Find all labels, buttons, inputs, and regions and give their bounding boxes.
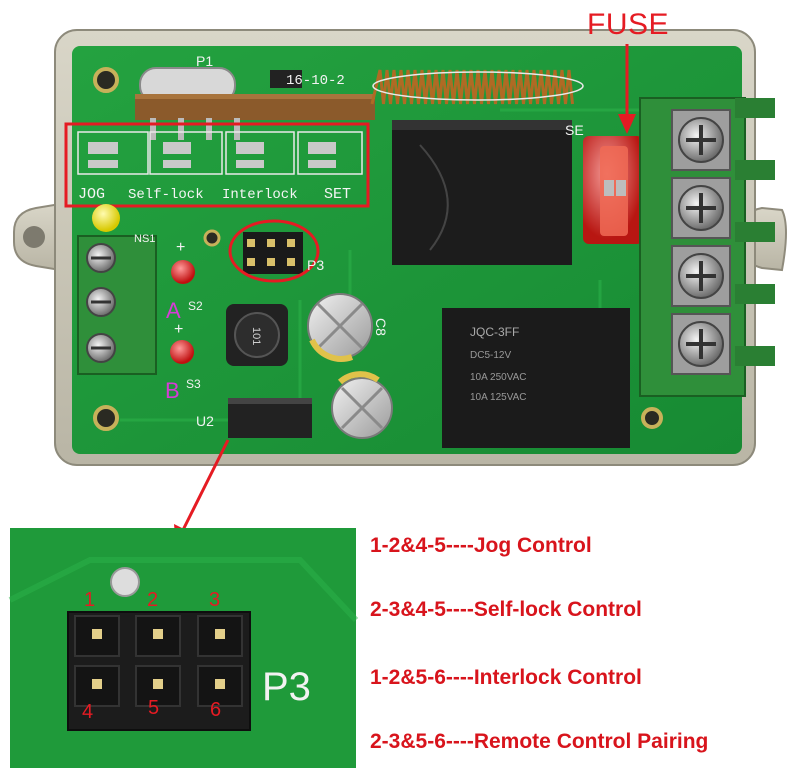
terminal-screw [86,243,116,273]
relay-coil: DC5-12V [470,350,511,361]
fuse-arrow [618,44,636,134]
legend-selflock: 2-3&4-5----Self-lock Control [370,598,642,621]
relay-model: JQC-3FF [470,325,519,339]
c8-silkscreen: C8 [373,318,389,336]
fuse-label: FUSE [587,8,670,41]
terminal-screw [86,287,116,317]
mode-silkscreen-area: JOG Self-lock Interlock SET [64,122,370,208]
p3-header-board: P3 [203,219,324,283]
legend-jog: 1-2&4-5----Jog Control [370,534,592,557]
mode-jog-label: JOG [78,186,105,203]
header-pin [92,679,102,689]
terminal-screw [671,109,731,171]
legend-pairing: 2-3&5-6----Remote Control Pairing [370,730,709,753]
pin-1-label: 1 [84,589,95,611]
zoom-inset: P3 1 2 3 4 5 6 [8,528,359,768]
mode-highlight-box [64,122,370,208]
relay-top: SE [392,120,584,265]
led-b: + B S3 [165,321,201,403]
terminal-screw [671,313,731,375]
led-a-marker: A [166,298,181,323]
terminal-block-right [639,97,775,397]
header-pin [287,239,295,247]
ns1-silkscreen: NS1 [134,233,155,245]
terminal-block-left [77,235,157,375]
header-pin [267,258,275,266]
relay-bottom: JQC-3FF DC5-12V 10A 250VAC 10A 125VAC [442,308,630,448]
mode-set-label: SET [324,186,351,203]
p3-silkscreen: P3 [307,257,324,273]
pin-2-label: 2 [147,589,158,611]
header-pin [247,239,255,247]
fuse [583,136,643,244]
regulator-u2: U2 [196,398,312,438]
header-pin [267,239,275,247]
relay-top-silk: SE [565,122,584,138]
capacitor-2 [331,371,393,439]
header-pin [92,629,102,639]
terminal-screw [86,333,116,363]
zoom-p3-label: P3 [262,665,311,709]
mode-interlock-label: Interlock [222,187,298,203]
pin-4-label: 4 [82,701,93,723]
header-pin [247,258,255,266]
led-yellow: NS1 [92,204,155,245]
plus-a: + [176,239,185,256]
date-silkscreen: 16-10-2 [286,73,345,89]
s2-silkscreen: S2 [188,299,203,313]
led-b-marker: B [165,378,180,403]
relay-rating-1: 10A 250VAC [470,372,527,383]
capacitor-c8: C8 [307,293,389,362]
header-pin [287,258,295,266]
inductor-marking: 101 [250,327,262,345]
header-pin [153,629,163,639]
inductor: 101 [226,304,288,366]
header-pin [215,679,225,689]
antenna-coil [370,69,584,105]
pin-5-label: 5 [148,697,159,719]
pin-6-label: 6 [210,699,221,721]
relay-rating-2: 10A 125VAC [470,392,527,403]
plus-b: + [174,321,183,338]
mode-selflock-label: Self-lock [128,187,204,203]
s3-silkscreen: S3 [186,377,201,391]
p3-highlight-ellipse [228,219,320,283]
pin-3-label: 3 [209,589,220,611]
led-a: + A S2 [166,239,203,323]
terminal-screw [671,177,731,239]
legend-interlock: 1-2&5-6----Interlock Control [370,666,642,689]
terminal-screw [671,245,731,307]
u2-silkscreen: U2 [196,413,214,429]
p1-silkscreen: P1 [196,53,213,69]
rf-module: P1 16-10-2 [135,53,375,140]
header-pin [215,629,225,639]
header-pin [153,679,163,689]
